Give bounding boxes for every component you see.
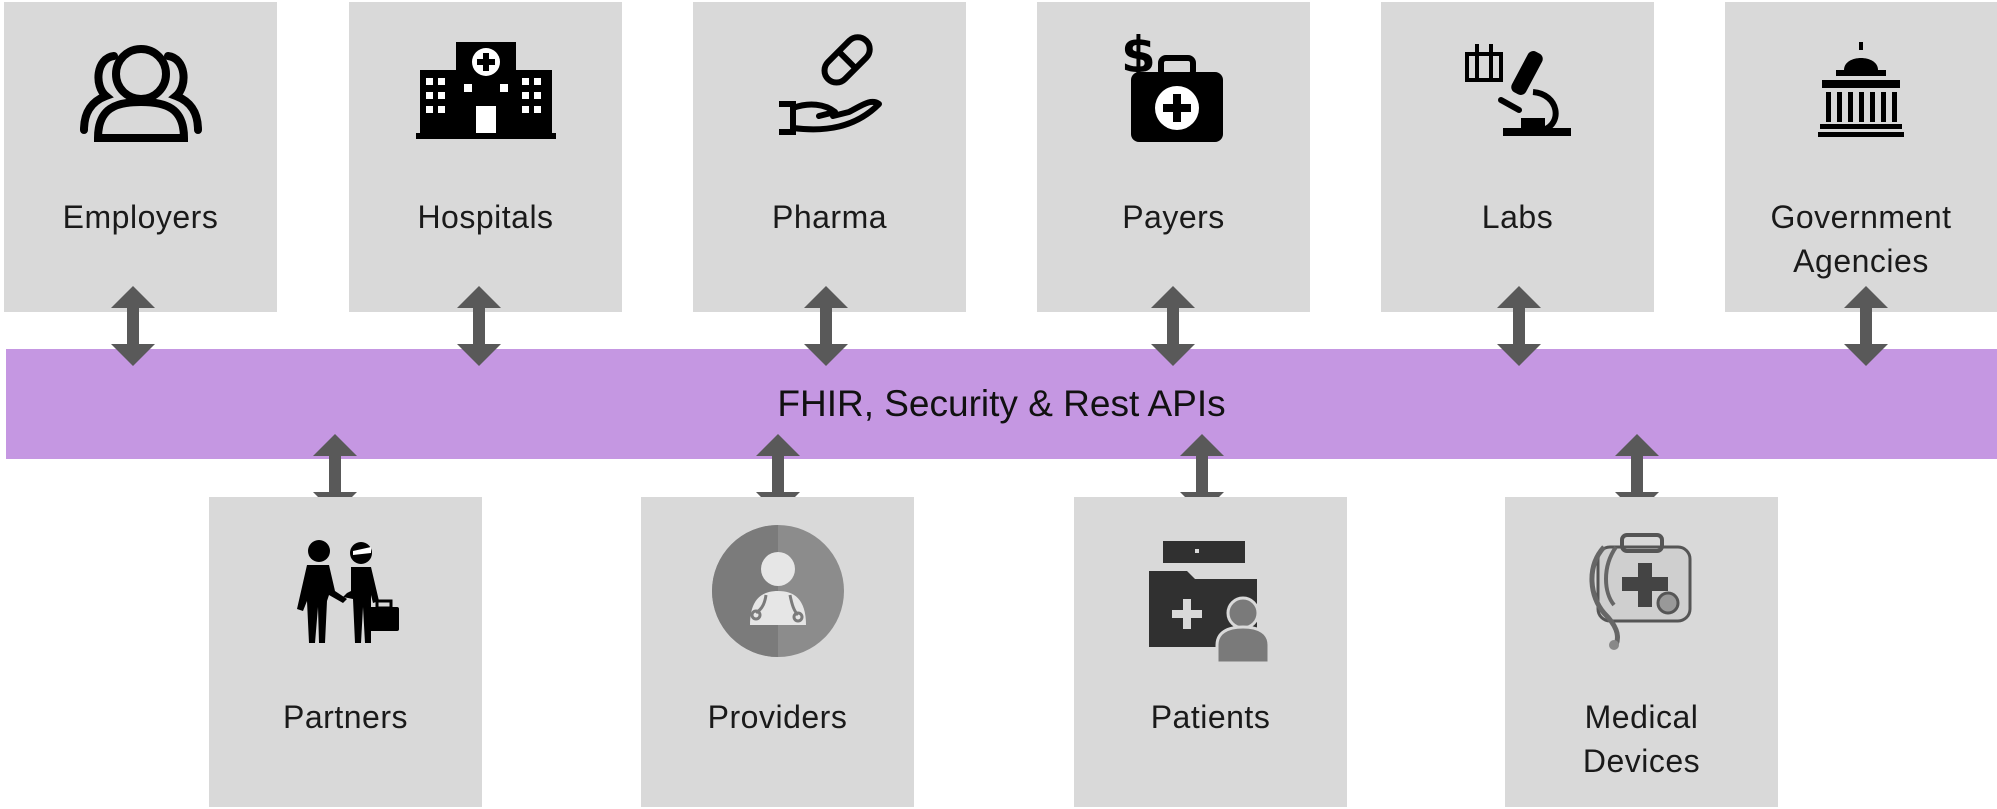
node-label: Pharma <box>771 199 888 235</box>
arrow-employers <box>111 286 155 366</box>
arrow-medical-devices <box>1615 434 1659 514</box>
node-label: Providers <box>707 699 848 735</box>
microscope-test-tubes-icon <box>1381 38 1654 138</box>
payers-node: $ Payers <box>1037 2 1310 312</box>
labs-node: Labs <box>1381 2 1654 312</box>
arrow-payers <box>1151 286 1195 366</box>
arrow-government-agencies <box>1844 286 1888 366</box>
node-label: Patients <box>1150 699 1271 735</box>
patient-medical-folder-icon <box>1074 537 1347 665</box>
node-label: Partners <box>283 699 408 735</box>
arrow-partners <box>313 434 357 514</box>
arrow-providers <box>756 434 800 514</box>
api-band: FHIR, Security & Rest APIs <box>6 349 1997 459</box>
stethoscope-first-aid-kit-icon <box>1505 527 1778 651</box>
node-label: Government Agencies <box>1770 199 1952 279</box>
patients-node: Patients <box>1074 497 1347 807</box>
arrow-hospitals <box>457 286 501 366</box>
node-label: Medical Devices <box>1582 699 1701 779</box>
node-label: Payers <box>1122 199 1225 235</box>
node-label: Employers <box>62 199 219 235</box>
arrow-labs <box>1497 286 1541 366</box>
capitol-building-icon <box>1725 42 1997 138</box>
node-label: Hospitals <box>417 199 554 235</box>
node-label: Labs <box>1481 199 1554 235</box>
arrow-patients <box>1180 434 1224 514</box>
arrow-pharma <box>804 286 848 366</box>
medical-devices-node: Medical Devices <box>1505 497 1778 807</box>
providers-node: Providers <box>641 497 914 807</box>
pharma-node: Pharma <box>693 2 966 312</box>
doctor-stethoscope-icon <box>641 525 914 657</box>
people-group-icon <box>4 38 277 142</box>
partners-node: Partners <box>209 497 482 807</box>
government-agencies-node: Government Agencies <box>1725 2 1997 312</box>
pill-hand-icon <box>693 32 966 142</box>
api-band-label: FHIR, Security & Rest APIs <box>777 383 1226 424</box>
dollar-medical-bag-icon: $ <box>1037 24 1310 146</box>
handshake-business-icon <box>209 537 482 647</box>
hospitals-node: Hospitals <box>349 2 622 312</box>
employers-node: Employers <box>4 2 277 312</box>
hospital-building-icon <box>349 40 622 140</box>
